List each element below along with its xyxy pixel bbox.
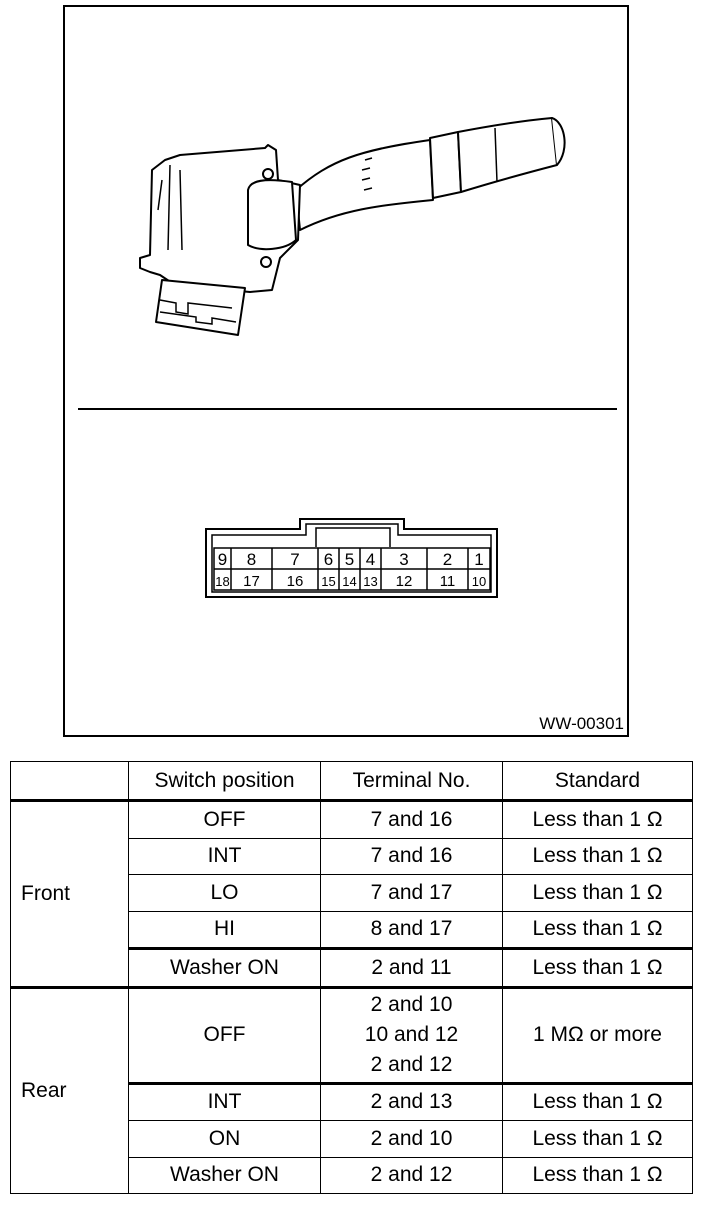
connector-pin-14: 14 [342, 574, 356, 589]
cell-switch-position: HI [128, 910, 321, 949]
connector-pin-3: 3 [399, 550, 408, 569]
group-label-rear: Rear [10, 985, 129, 1194]
continuity-spec-table: Switch position Terminal No. Standard Fr… [10, 761, 693, 1194]
table-row: INT 2 and 13 Less than 1 Ω [11, 1081, 693, 1121]
group-label-front: Front [10, 799, 129, 988]
terminal-pair: 7 and 17 [370, 880, 453, 904]
connector-pin-10: 10 [472, 574, 486, 589]
cell-switch-position: OFF [128, 799, 321, 839]
cell-standard: Less than 1 Ω [502, 1081, 693, 1121]
connector-pin-13: 13 [363, 574, 377, 589]
cell-terminal-no: 8 and 17 [320, 910, 503, 949]
connector-pin-6: 6 [324, 550, 333, 569]
cell-standard: Less than 1 Ω [502, 910, 693, 949]
header-switch-position: Switch position [128, 761, 321, 801]
cell-switch-position: LO [128, 874, 321, 912]
table-row: Washer ON 2 and 12 Less than 1 Ω [11, 1156, 693, 1194]
terminal-pair: 7 and 16 [370, 844, 453, 868]
figure-id: WW-00301 [539, 714, 624, 733]
terminal-pair: 2 and 13 [370, 1090, 453, 1114]
connector-pin-9: 9 [218, 550, 227, 569]
connector-pin-2: 2 [443, 550, 452, 569]
cell-terminal-no: 2 and 13 [320, 1081, 503, 1121]
header-standard: Standard [502, 761, 693, 801]
terminal-pair: 2 and 10 [370, 1126, 453, 1150]
connector-pin-12: 12 [396, 573, 413, 590]
cell-terminal-no: 2 and 10 10 and 12 2 and 12 [320, 985, 503, 1084]
connector-pin-8: 8 [247, 550, 256, 569]
terminal-pair: 2 and 12 [370, 1053, 453, 1076]
header-blank [10, 761, 129, 801]
cell-switch-position: INT [128, 837, 321, 875]
connector-pin-7: 7 [290, 550, 299, 569]
terminal-pair: 2 and 12 [370, 1163, 453, 1187]
cell-standard: Less than 1 Ω [502, 874, 693, 912]
cell-standard: Less than 1 Ω [502, 799, 693, 839]
cell-standard: Less than 1 Ω [502, 1120, 693, 1158]
cell-switch-position: Washer ON [128, 1156, 321, 1194]
cell-standard: 1 MΩ or more [502, 985, 693, 1084]
cell-switch-position: ON [128, 1120, 321, 1158]
cell-terminal-no: 2 and 12 [320, 1156, 503, 1194]
connector-pin-4: 4 [366, 550, 375, 569]
cell-terminal-no: 7 and 16 [320, 837, 503, 875]
figure-frame [63, 5, 629, 737]
terminal-pair: 2 and 10 [370, 993, 453, 1016]
header-terminal-no: Terminal No. [320, 761, 503, 801]
table-row: Washer ON 2 and 11 Less than 1 Ω [11, 947, 693, 988]
connector-pin-16: 16 [287, 573, 304, 590]
connector-pin-15: 15 [321, 574, 335, 589]
table-row: LO 7 and 17 Less than 1 Ω [11, 874, 693, 912]
cell-standard: Less than 1 Ω [502, 837, 693, 875]
connector-pin-1: 1 [474, 550, 483, 569]
terminal-pair: 7 and 16 [370, 807, 453, 831]
connector-pin-18: 18 [215, 574, 229, 589]
cell-terminal-no: 2 and 11 [320, 947, 503, 988]
cell-switch-position: Washer ON [128, 947, 321, 988]
connector-pin-17: 17 [243, 573, 260, 590]
table-header-row: Switch position Terminal No. Standard [10, 761, 693, 801]
terminal-pair: 8 and 17 [370, 917, 453, 941]
cell-switch-position: INT [128, 1081, 321, 1121]
table-row: HI 8 and 17 Less than 1 Ω [11, 910, 693, 949]
cell-switch-position: OFF [128, 985, 321, 1084]
terminal-pair: 10 and 12 [364, 1023, 459, 1046]
connector-pin-5: 5 [345, 550, 354, 569]
table-row: INT 7 and 16 Less than 1 Ω [11, 837, 693, 875]
cell-terminal-no: 2 and 10 [320, 1120, 503, 1158]
cell-terminal-no: 7 and 17 [320, 874, 503, 912]
divider-line [78, 408, 617, 410]
cell-standard: Less than 1 Ω [502, 947, 693, 988]
connector-pin-11: 11 [440, 573, 456, 590]
cell-standard: Less than 1 Ω [502, 1156, 693, 1194]
cell-terminal-no: 7 and 16 [320, 799, 503, 839]
wiper-switch-illustration [139, 117, 566, 336]
terminal-pair: 2 and 11 [371, 955, 452, 979]
table-row: ON 2 and 10 Less than 1 Ω [11, 1120, 693, 1158]
